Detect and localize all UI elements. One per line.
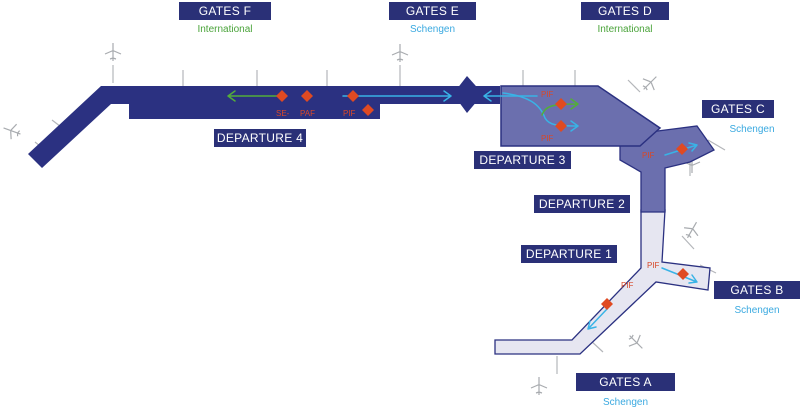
gates-f-zone: International: [197, 24, 253, 35]
departure-1-label: DEPARTURE 1: [521, 245, 617, 263]
gates-e-label: GATES E: [389, 2, 476, 20]
checkpoint-diamond-icon: [676, 143, 688, 155]
checkpoint-diamond-icon: [555, 98, 567, 110]
aircraft-icon: [104, 43, 122, 61]
checkpoint-diamond-icon: [677, 268, 689, 280]
aircraft-icon: [628, 334, 643, 349]
checkpoint-label-pif-d1: PIF: [541, 90, 554, 99]
gates-f-label: GATES F: [179, 2, 271, 20]
gates-b-zone: Schengen: [734, 305, 780, 316]
flow-arrow-icon: [587, 308, 608, 330]
gates-b-label: GATES B: [714, 281, 800, 299]
checkpoint-label-pif-c: PIF: [642, 151, 655, 160]
aircraft-icon: [3, 123, 21, 140]
checkpoint-diamond-icon: [347, 90, 359, 102]
aircraft-icon: [530, 377, 548, 395]
gates-d-label: GATES D: [581, 2, 669, 20]
aircraft-icon: [642, 76, 657, 91]
aircraft-icon: [684, 221, 699, 239]
checkpoint-label-pif-b: PIF: [647, 261, 660, 270]
flow-arrow-icon: [227, 90, 284, 102]
departure-2-label: DEPARTURE 2: [534, 195, 630, 213]
main-concourse: [28, 86, 500, 168]
departure-4-label: DEPARTURE 4: [214, 129, 306, 147]
gates-c-zone: Schengen: [729, 124, 775, 135]
checkpoints: [276, 90, 689, 310]
checkpoint-diamond-icon: [301, 90, 313, 102]
departure-3-hall: [500, 85, 662, 147]
gates-a-zone: Schengen: [602, 397, 649, 408]
pier-gates-ab: [494, 209, 711, 355]
checkpoint-label-pif-d2: PIF: [541, 134, 554, 143]
checkpoint-label-se: SE-: [276, 109, 290, 118]
concourse-node: [453, 76, 483, 113]
checkpoint-diamond-icon: [601, 298, 613, 310]
gates-d-zone: International: [597, 24, 653, 35]
aircraft-icon: [391, 44, 409, 62]
checkpoint-label-paf: PAF: [300, 109, 315, 118]
gates-a-label: GATES A: [576, 373, 675, 391]
departure-3-label: DEPARTURE 3: [474, 151, 571, 169]
checkpoint-label-pif-e: PIF: [343, 109, 356, 118]
flow-arrow-icon: [541, 98, 579, 116]
gates-e-zone: Schengen: [409, 24, 456, 35]
flow-arrow-icon: [483, 90, 538, 102]
flow-arrows: [227, 90, 698, 330]
checkpoint-diamond-icon: [276, 90, 288, 102]
flow-arrow-icon: [342, 90, 452, 102]
checkpoint-label-pif-a: PIF: [621, 281, 634, 290]
checkpoint-diamond-icon: [555, 120, 567, 132]
gates-c-label: GATES C: [702, 100, 774, 118]
checkpoint-diamond-icon: [362, 104, 374, 116]
